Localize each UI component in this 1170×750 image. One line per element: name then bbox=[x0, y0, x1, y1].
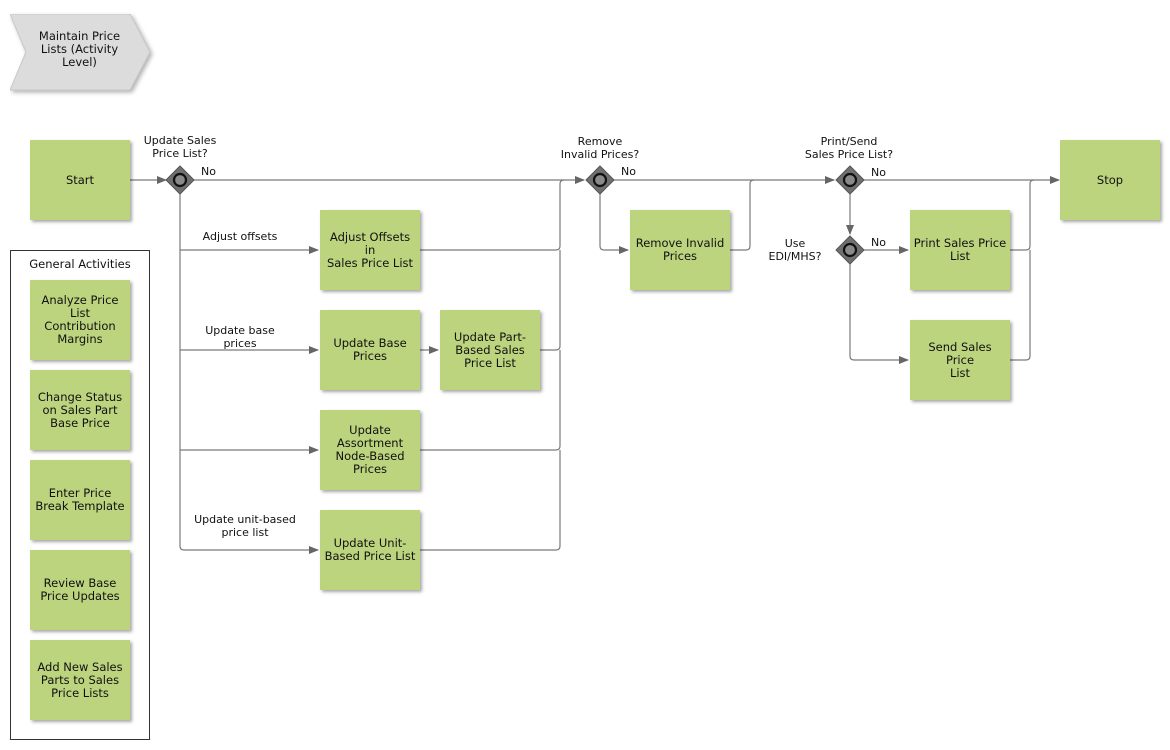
general-activities-title: General Activities bbox=[29, 257, 131, 271]
edge-label-no: No bbox=[871, 166, 886, 179]
update-base-prices-activity[interactable]: Update Base Prices bbox=[320, 310, 420, 390]
gateway-use-edi-label: Use EDI/MHS? bbox=[768, 237, 822, 263]
gateway-remove-invalid-icon bbox=[585, 165, 615, 195]
gateway-update-sales-label: Update Sales Price List? bbox=[143, 134, 217, 160]
general-activity[interactable]: Enter Price Break Template bbox=[30, 460, 130, 540]
general-activity[interactable]: Analyze Price List Contribution Margins bbox=[30, 280, 130, 360]
adjust-offsets-activity[interactable]: Adjust Offsets in Sales Price List bbox=[320, 210, 420, 290]
print-sales-price-list-activity[interactable]: Print Sales Price List bbox=[910, 210, 1010, 290]
edge-label-no: No bbox=[201, 165, 216, 178]
gateway-update-sales-icon bbox=[165, 165, 195, 195]
gateway-use-edi-icon bbox=[835, 235, 865, 265]
update-assortment-activity[interactable]: Update Assortment Node-Based Prices bbox=[320, 410, 420, 490]
gateway-remove-invalid-label: Remove Invalid Prices? bbox=[560, 135, 640, 161]
stop-event[interactable]: Stop bbox=[1060, 140, 1160, 220]
process-title: Maintain Price Lists (Activity Level) bbox=[38, 29, 121, 69]
edge-label-update-base: Update base prices bbox=[205, 324, 275, 350]
edge-label-no: No bbox=[871, 236, 886, 249]
edge-label-update-unit: Update unit-based price list bbox=[194, 513, 296, 539]
edge-label-adjust-offsets: Adjust offsets bbox=[202, 230, 278, 243]
edge-label-no: No bbox=[621, 165, 636, 178]
update-part-based-activity[interactable]: Update Part- Based Sales Price List bbox=[440, 310, 540, 390]
general-activity[interactable]: Review Base Price Updates bbox=[30, 550, 130, 630]
update-unit-based-activity[interactable]: Update Unit- Based Price List bbox=[320, 510, 420, 590]
general-activity[interactable]: Change Status on Sales Part Base Price bbox=[30, 370, 130, 450]
start-event[interactable]: Start bbox=[30, 140, 130, 220]
general-activity[interactable]: Add New Sales Parts to Sales Price Lists bbox=[30, 640, 130, 720]
gateway-print-send-icon bbox=[835, 165, 865, 195]
remove-invalid-prices-activity[interactable]: Remove Invalid Prices bbox=[630, 210, 730, 290]
send-sales-price-list-activity[interactable]: Send Sales Price List bbox=[910, 320, 1010, 400]
process-title-chevron bbox=[10, 14, 151, 91]
gateway-print-send-label: Print/Send Sales Price List? bbox=[804, 135, 894, 161]
